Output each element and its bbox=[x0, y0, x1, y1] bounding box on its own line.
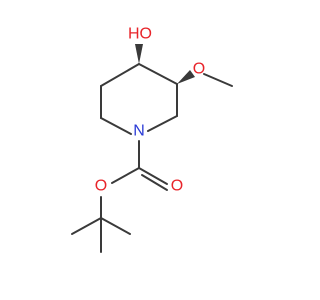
wedge-bond-c3-ome bbox=[177, 70, 195, 84]
carbonyl-oxygen-label: O bbox=[171, 178, 183, 195]
piperidine-ring bbox=[100, 63, 178, 135]
methoxy-oxygen-label: O bbox=[193, 61, 205, 78]
bond-carbonyl-double-a bbox=[138, 167, 168, 185]
bond-c6-n bbox=[100, 117, 132, 135]
wedge-bond-c4-oh bbox=[135, 44, 143, 64]
ester-oxygen-label: O bbox=[95, 178, 107, 195]
bond-c3-c4 bbox=[138, 63, 178, 85]
hydroxyl-label: HO bbox=[128, 26, 152, 43]
bond-quat-c-methyl-left bbox=[71, 217, 102, 235]
bond-n-c2 bbox=[147, 115, 178, 132]
ring-nitrogen-label: N bbox=[133, 123, 145, 140]
bond-ome-ch3 bbox=[203, 73, 233, 87]
bond-quat-c-methyl-right bbox=[100, 217, 131, 235]
bond-c4-c5 bbox=[100, 63, 140, 87]
molecule-structure: HO O N O O bbox=[71, 26, 233, 253]
bond-carbonyl-double-b bbox=[141, 174, 168, 191]
bond-carbonyl-c-ester-o bbox=[111, 167, 140, 184]
